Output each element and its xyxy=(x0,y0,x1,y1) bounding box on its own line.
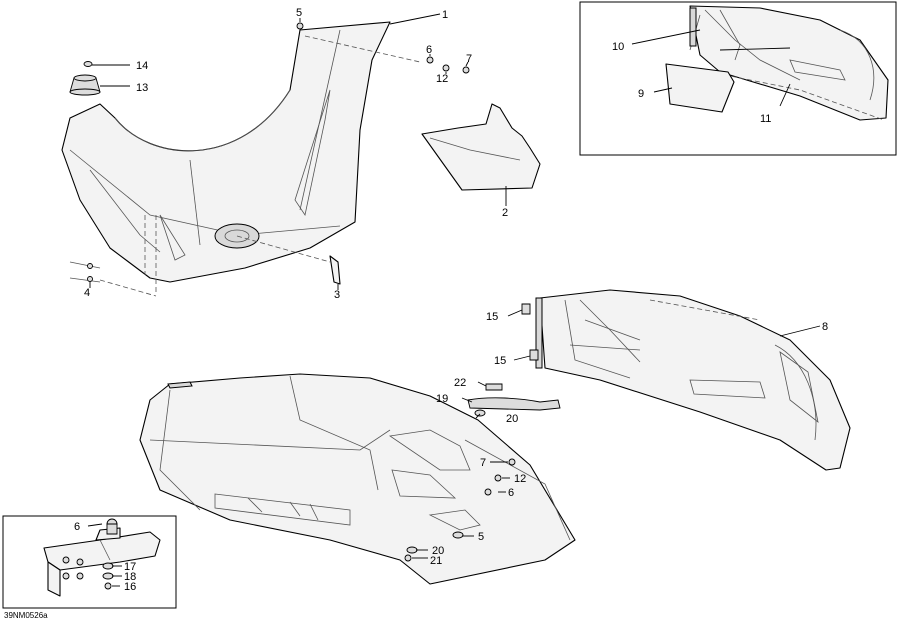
callout-14: 14 xyxy=(136,60,148,72)
leader-lines xyxy=(87,13,821,587)
drawing-code: 39NM0526a xyxy=(4,611,48,620)
callout-5b: 5 xyxy=(478,531,484,543)
grommet-part xyxy=(69,61,101,96)
left-assembly-fasteners xyxy=(404,383,561,562)
callout-17: 17 xyxy=(124,561,136,573)
callout-6c: 6 xyxy=(74,521,80,533)
callout-7a: 7 xyxy=(466,53,472,65)
side-panel-part xyxy=(421,103,541,191)
callout-15a: 15 xyxy=(486,311,498,323)
callout-6a: 6 xyxy=(426,44,432,56)
callout-3: 3 xyxy=(334,289,340,301)
callout-12a: 12 xyxy=(436,73,448,85)
callout-labels: 1 2 3 4 5 5 6 6 6 7 7 8 9 10 11 12 12 13… xyxy=(74,7,828,593)
callout-6b: 6 xyxy=(508,487,514,499)
inset-bracket-assembly xyxy=(43,518,161,597)
detail-frame-top-right xyxy=(579,1,897,156)
callout-20b: 20 xyxy=(432,545,444,557)
callout-21: 21 xyxy=(430,555,442,567)
detail-frame-bottom-left xyxy=(2,515,177,609)
callout-1: 1 xyxy=(442,9,448,21)
callout-8: 8 xyxy=(822,321,828,333)
left-side-panel-assembly xyxy=(139,373,576,585)
front-hood-part xyxy=(61,21,421,295)
callout-9: 9 xyxy=(638,88,644,100)
inset-side-panel xyxy=(665,5,889,121)
callout-4: 4 xyxy=(84,287,90,299)
callout-10: 10 xyxy=(612,41,624,53)
callout-20a: 20 xyxy=(506,413,518,425)
rivet-part xyxy=(69,261,157,297)
callout-5a: 5 xyxy=(296,7,302,19)
callout-13: 13 xyxy=(136,82,148,94)
callout-16: 16 xyxy=(124,581,136,593)
callout-12b: 12 xyxy=(514,473,526,485)
callout-18: 18 xyxy=(124,571,136,583)
bracket-part xyxy=(329,255,341,285)
callout-15b: 15 xyxy=(494,355,506,367)
callout-22: 22 xyxy=(454,377,466,389)
callout-11: 11 xyxy=(760,113,771,125)
callout-7b: 7 xyxy=(480,457,486,469)
right-side-panel-part xyxy=(521,289,851,471)
callout-19: 19 xyxy=(436,393,448,405)
callout-2: 2 xyxy=(502,207,508,219)
hood-fasteners xyxy=(296,22,470,74)
